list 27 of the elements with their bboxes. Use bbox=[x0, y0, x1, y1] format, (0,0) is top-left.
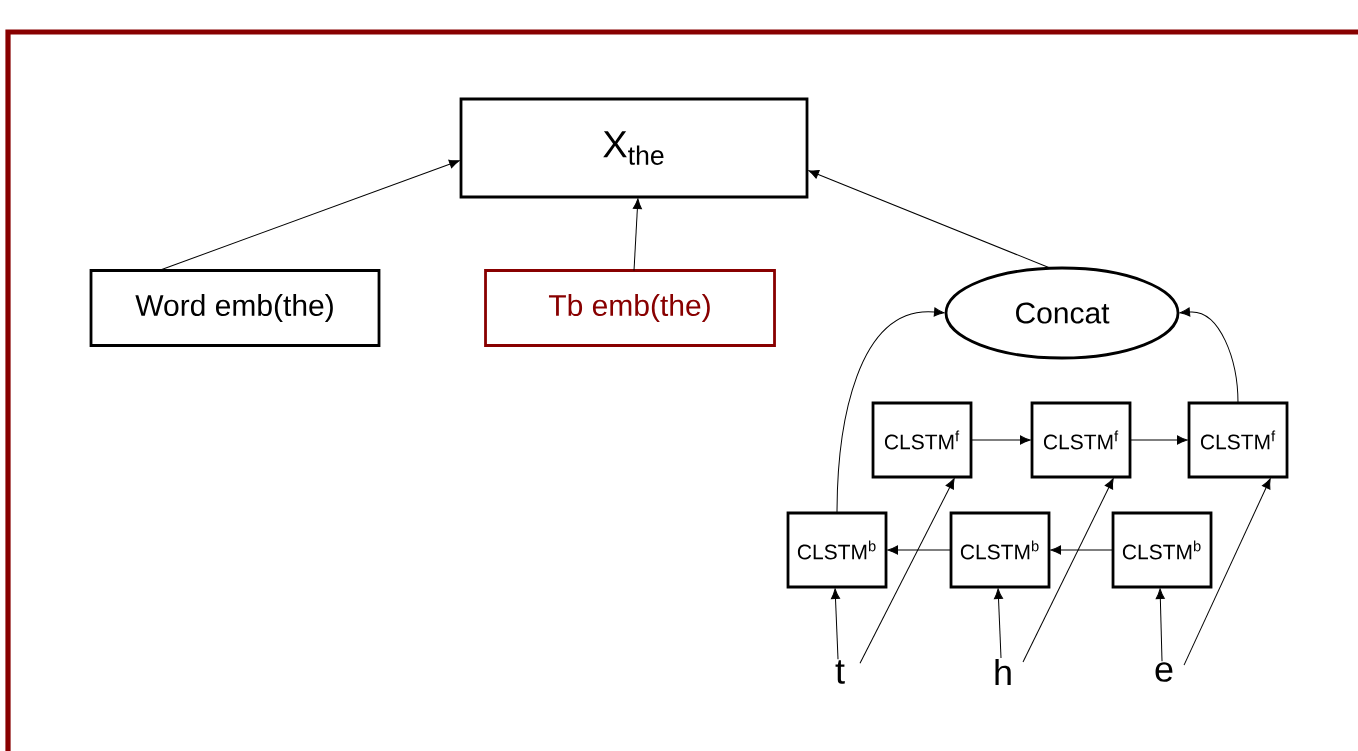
input-letter: t bbox=[835, 660, 845, 684]
arrow bbox=[1183, 478, 1271, 666]
lstm-box: CLSTM$^{f}$ bbox=[1030, 401, 1132, 479]
lstm-box: CLSTM$^{b}$ bbox=[1111, 511, 1213, 589]
arrow bbox=[1179, 307, 1239, 404]
arrow bbox=[887, 545, 952, 555]
arrow bbox=[970, 435, 1031, 445]
lstm-box: CLSTM$^{b}$ bbox=[949, 511, 1051, 589]
arrow bbox=[808, 170, 1051, 269]
arrow bbox=[1155, 588, 1165, 662]
input-letter: h bbox=[995, 658, 1011, 686]
arrow bbox=[993, 588, 1004, 659]
arrow bbox=[1022, 478, 1114, 663]
arrow bbox=[632, 198, 642, 271]
arrow bbox=[1050, 545, 1114, 555]
arrow bbox=[836, 307, 945, 514]
lstm-box: CLSTM$^{f}$ bbox=[871, 401, 973, 479]
lstm-box: CLSTM$^{f}$ bbox=[1187, 401, 1289, 479]
arrow bbox=[158, 159, 460, 271]
arrow bbox=[1129, 435, 1188, 445]
output-box: X$_{the}$ bbox=[459, 97, 809, 199]
lstm-box: CLSTM$^{b}$ bbox=[786, 511, 888, 589]
arrow bbox=[859, 478, 955, 664]
embedding-box: Tb emb(the) bbox=[484, 269, 776, 347]
arrow bbox=[830, 588, 841, 660]
embedding-box: Word emb(the) bbox=[89, 269, 381, 347]
input-letter: e bbox=[1155, 662, 1173, 682]
